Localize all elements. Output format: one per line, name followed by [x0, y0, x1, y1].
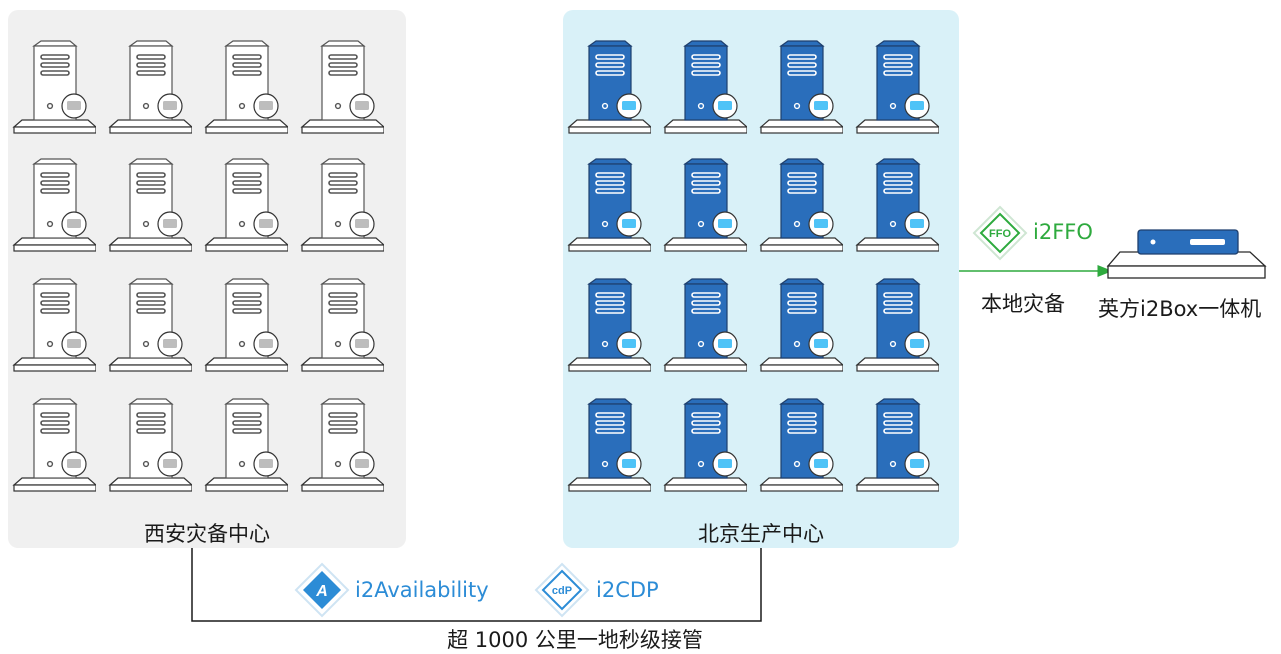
availability-badge-text: A: [315, 583, 328, 600]
remote-link-line: [191, 548, 762, 622]
remote-takeover-caption: 超 1000 公里一地秒级接管: [447, 628, 703, 652]
ffo-product-icon: FFO: [972, 205, 1028, 265]
local-dr-caption: 本地灾备: [981, 292, 1065, 316]
xian-server-icon: [12, 40, 96, 136]
availability-icon: A: [294, 562, 350, 622]
beijing-server-icon: [759, 158, 843, 254]
xian-server-icon: [300, 398, 384, 494]
cdp-icon: cdP: [534, 562, 590, 622]
beijing-server-icon: [759, 278, 843, 374]
i2box-appliance-icon: [1106, 229, 1267, 279]
xian-server-icon: [204, 278, 288, 374]
xian-server-icon: [204, 40, 288, 136]
beijing-center-title: 北京生产中心: [698, 522, 824, 546]
i2ffo-label: i2FFO: [1033, 220, 1093, 244]
beijing-server-icon: [663, 158, 747, 254]
i2box-label: 英方i2Box一体机: [1098, 297, 1262, 321]
beijing-server-icon: [759, 40, 843, 136]
xian-server-icon: [12, 278, 96, 374]
xian-server-icon: [12, 158, 96, 254]
ffo-badge-text: FFO: [989, 228, 1011, 240]
xian-server-icon: [108, 278, 192, 374]
xian-dr-center-panel: 西安灾备中心: [8, 10, 406, 548]
xian-center-title: 西安灾备中心: [144, 522, 270, 546]
beijing-server-icon: [567, 40, 651, 136]
beijing-server-icon: [855, 398, 939, 494]
beijing-server-grid: [563, 10, 959, 510]
beijing-server-icon: [663, 398, 747, 494]
cdp-badge-text: cdP: [552, 585, 572, 597]
xian-server-icon: [204, 158, 288, 254]
xian-server-icon: [204, 398, 288, 494]
beijing-server-icon: [855, 158, 939, 254]
xian-server-icon: [108, 398, 192, 494]
xian-server-icon: [300, 40, 384, 136]
xian-server-icon: [108, 158, 192, 254]
xian-server-grid: [8, 10, 406, 510]
beijing-server-icon: [663, 40, 747, 136]
beijing-server-icon: [663, 278, 747, 374]
beijing-server-icon: [855, 278, 939, 374]
i2availability-label: i2Availability: [355, 578, 489, 602]
xian-server-icon: [300, 278, 384, 374]
beijing-server-icon: [567, 398, 651, 494]
xian-server-icon: [12, 398, 96, 494]
xian-server-icon: [300, 158, 384, 254]
beijing-prod-center-panel: 北京生产中心: [563, 10, 959, 548]
beijing-server-icon: [567, 278, 651, 374]
i2cdp-label: i2CDP: [596, 578, 659, 602]
xian-server-icon: [108, 40, 192, 136]
beijing-server-icon: [855, 40, 939, 136]
beijing-server-icon: [567, 158, 651, 254]
beijing-server-icon: [759, 398, 843, 494]
